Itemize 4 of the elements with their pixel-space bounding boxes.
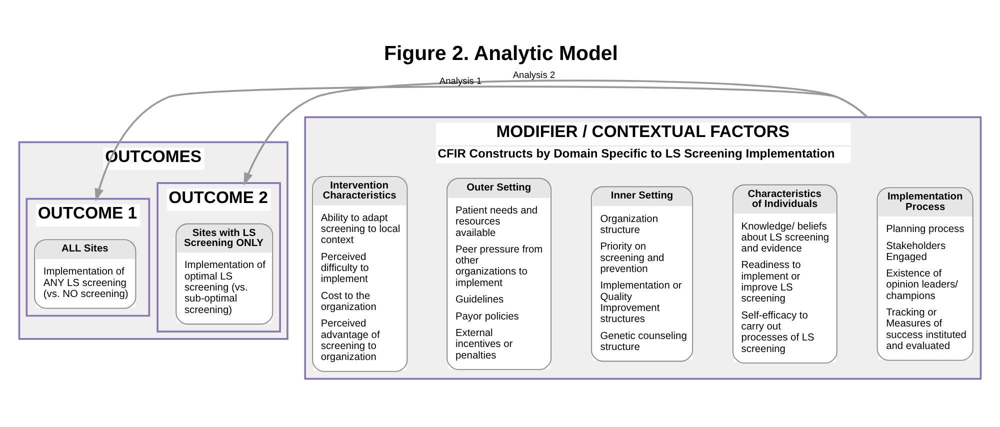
arrow [94,86,868,202]
edge-label: Analysis 2 [512,70,556,80]
edge-label: Analysis 1 [439,76,482,86]
diagram-title: Figure 2. Analytic Model [384,42,618,65]
